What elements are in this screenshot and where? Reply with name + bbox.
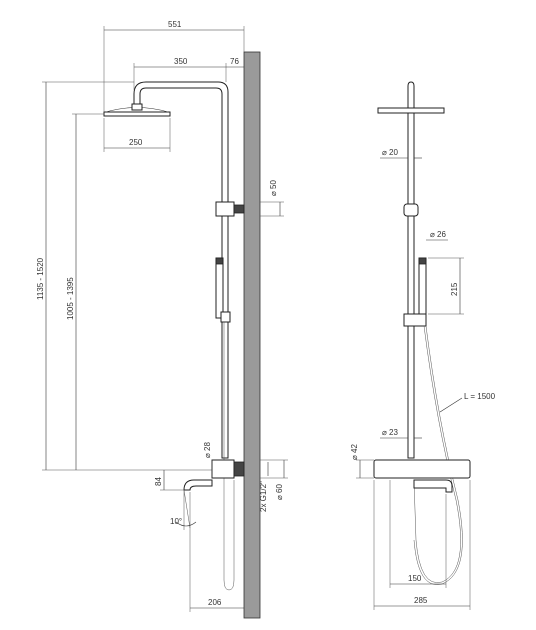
dim-arm-length: 350 bbox=[174, 57, 188, 66]
dim-overall-height: 1135 - 1520 bbox=[36, 257, 45, 300]
dim-spout-height: 84 bbox=[154, 477, 163, 486]
mixer-body bbox=[211, 459, 235, 479]
dim-overall-width: 551 bbox=[168, 20, 182, 29]
dim-total-width: 285 bbox=[414, 596, 428, 605]
hand-shower bbox=[215, 257, 224, 319]
dim-spout-width: 150 bbox=[408, 574, 422, 583]
front-mixer-body bbox=[373, 459, 471, 479]
shower-arm bbox=[133, 81, 229, 209]
front-hose bbox=[413, 325, 461, 583]
front-view: ⌀ 20 ⌀ 26 215 L = 1500 ⌀ 23 ⌀ 42 150 285 bbox=[350, 81, 496, 610]
dim-spout-projection: 206 bbox=[208, 598, 222, 607]
front-shower-head bbox=[377, 107, 445, 114]
dim-head-diameter: 250 bbox=[129, 138, 143, 147]
wall-bracket bbox=[215, 201, 235, 217]
dim-handshower-length: 215 bbox=[450, 282, 459, 296]
dim-hose-length: L = 1500 bbox=[464, 392, 496, 401]
wall bbox=[243, 51, 261, 619]
dim-body-diameter: ⌀ 42 bbox=[350, 444, 359, 460]
dim-bracket-diameter: ⌀ 50 bbox=[269, 180, 278, 196]
front-bath-spout bbox=[413, 479, 453, 493]
dim-handshower-diameter: ⌀ 26 bbox=[430, 230, 446, 239]
dim-spout-angle: 10° bbox=[170, 517, 182, 526]
dim-pipe-diameter-upper: ⌀ 20 bbox=[382, 148, 398, 157]
dim-connection: 2x G1/2" bbox=[259, 481, 268, 512]
bath-spout bbox=[183, 479, 213, 491]
dim-adjustable-height: 1005 - 1395 bbox=[66, 277, 75, 320]
dim-connection-diameter: ⌀ 60 bbox=[275, 484, 284, 500]
shower-head bbox=[103, 111, 171, 117]
dim-wall-offset: 76 bbox=[230, 57, 239, 66]
side-view: 551 350 76 250 1135 - 1520 1005 - 1395 ⌀… bbox=[36, 20, 288, 619]
upper-pipe bbox=[221, 207, 229, 459]
dim-pipe-diameter-lower: ⌀ 23 bbox=[382, 428, 398, 437]
dim-mixer-diameter: ⌀ 28 bbox=[203, 442, 212, 458]
front-upper-pipe bbox=[407, 112, 415, 459]
front-hand-shower bbox=[418, 257, 427, 315]
